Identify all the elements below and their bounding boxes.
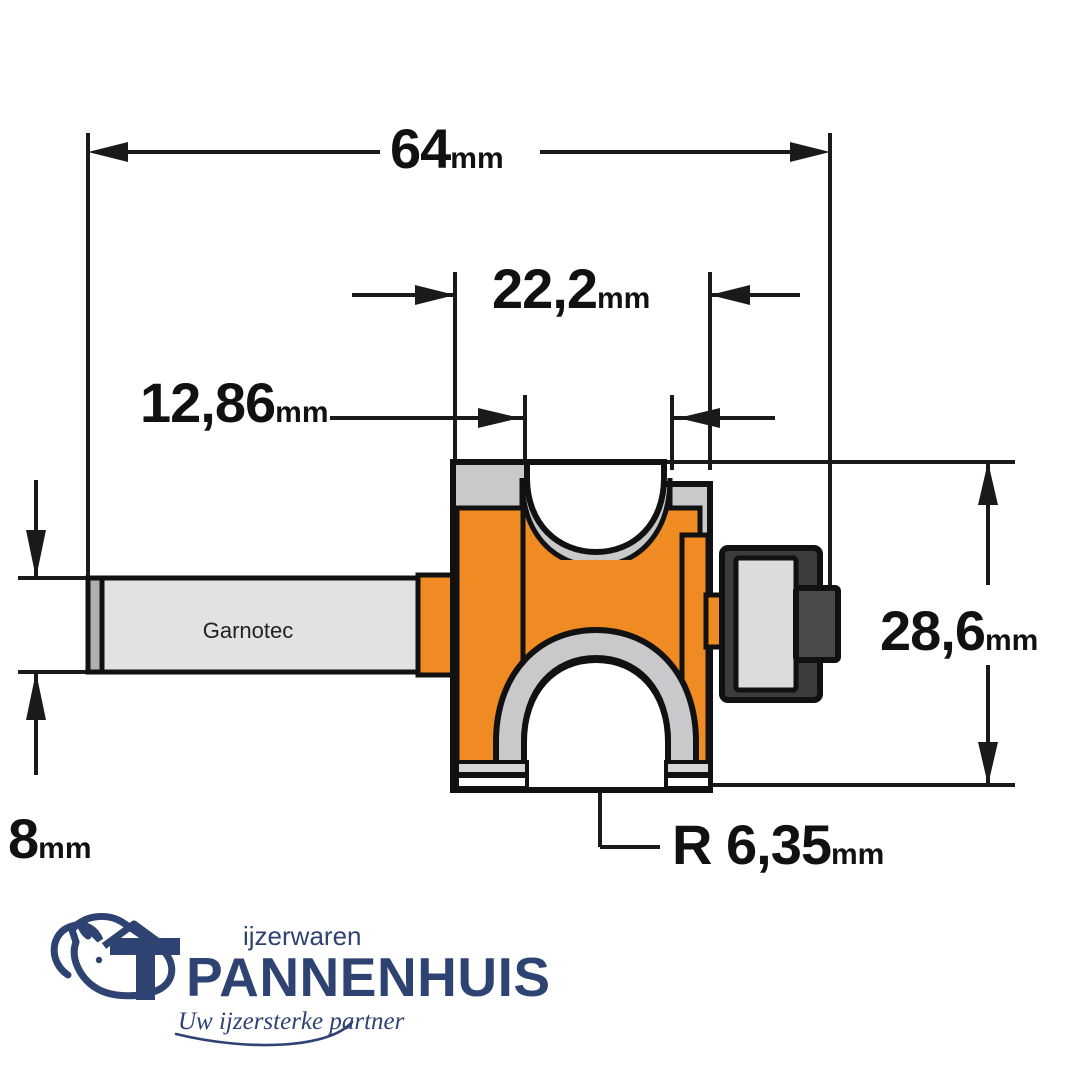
logo-company-text: PANNENHUIS — [186, 946, 551, 1008]
arrow-64-right — [790, 142, 830, 162]
router-bit-body: Garnotec — [85, 459, 841, 793]
logo-tagline-swoosh — [174, 1020, 354, 1047]
dim-64-value: 64 — [390, 117, 451, 180]
logo-category-text: ijzerwaren — [243, 921, 362, 951]
dim-label-1286: 12,86mm — [140, 371, 329, 434]
arrow-64-left — [88, 142, 128, 162]
cutter-base-plate-right-2 — [664, 774, 712, 790]
dim-64-unit: mm — [450, 142, 503, 175]
cutter-base-plate-left-1 — [455, 760, 529, 776]
retaining-screw-head — [793, 585, 841, 663]
cutter-base-plate-left-2 — [455, 774, 529, 790]
dim-286-value: 28,6 — [880, 599, 985, 662]
cutter-bottom-void — [521, 656, 671, 793]
cutter-left-flange — [454, 505, 526, 767]
dim-label-8: 8mm — [8, 807, 92, 870]
logo-tagline-text: Uw ijzersterke partner — [178, 1008, 405, 1035]
shank-brand-text: Garnotec — [203, 618, 294, 643]
arrow-222-left — [415, 285, 455, 305]
shank-end-cap — [85, 575, 105, 675]
arrow-222-right — [710, 285, 750, 305]
cutter-base-plate-right-1 — [664, 760, 712, 776]
logo-letter-t — [110, 938, 180, 1000]
dim-1286-value: 12,86 — [140, 371, 275, 434]
dim-r635-unit: mm — [831, 838, 884, 871]
pannenhuis-logo[interactable]: ijzerwaren PANNENHUIS Uw ijzersterke par… — [50, 912, 551, 1047]
dim-r635-value: R 6,35 — [672, 813, 831, 876]
dim-label-222: 22,2mm — [492, 257, 650, 320]
arrow-286-top — [978, 462, 998, 505]
dim-8-value: 8 — [8, 807, 38, 870]
dim-label-286: 28,6mm — [880, 599, 1038, 662]
arrow-1286-right — [678, 408, 720, 428]
dim-8-unit: mm — [38, 832, 91, 865]
arrow-286-bottom — [978, 742, 998, 785]
dim-286-unit: mm — [985, 624, 1038, 657]
dim-222-unit: mm — [597, 282, 650, 315]
dimension-labels-group: 64mm 22,2mm 12,86mm 28,6mm 8mm R 6,35mm — [8, 117, 1038, 876]
arrow-1286-left — [478, 408, 520, 428]
bearing-inner — [733, 555, 799, 693]
cutter-top-concave-void — [524, 459, 667, 556]
house-icon-dot — [95, 956, 103, 964]
dim-label-64: 64mm — [390, 117, 504, 180]
arrow-8-top — [26, 530, 46, 578]
dim-222-value: 22,2 — [492, 257, 597, 320]
arrow-8-bottom — [26, 672, 46, 720]
dim-label-r635: R 6,35mm — [672, 813, 884, 876]
dim-1286-unit: mm — [275, 396, 328, 429]
